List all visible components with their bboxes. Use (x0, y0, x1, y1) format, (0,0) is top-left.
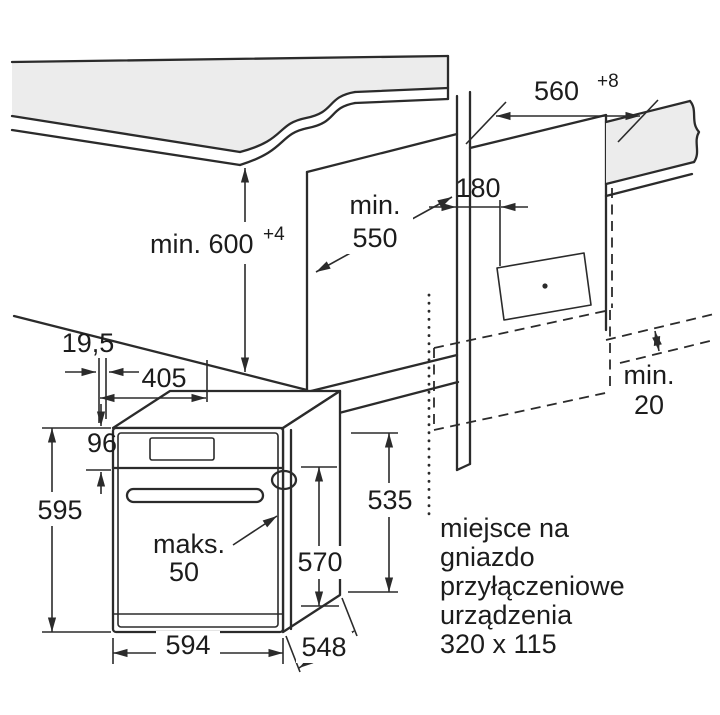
top-depth-label: 405 (141, 363, 186, 393)
socket-offset-label: 180 (455, 173, 500, 203)
hidden-base-outline (433, 188, 613, 431)
dim-panel-height: 96 (86, 404, 117, 494)
oven-height-label: 595 (37, 495, 82, 525)
break-wave-top (238, 90, 357, 154)
side-height-label: 535 (367, 485, 412, 515)
base-line (12, 314, 309, 392)
handle-max-label-2: 50 (169, 557, 199, 587)
dim-oven-depth: 548 (285, 597, 358, 673)
oven-handle-side (270, 469, 298, 491)
dim-top-depth: 405 (100, 360, 208, 403)
socket-note-line-2: gniazdo (440, 542, 535, 572)
oven-depth-label: 548 (301, 632, 346, 662)
oven-display (149, 437, 215, 461)
socket-note: miejsce na gniazdo przyłączeniowe urządz… (427, 293, 625, 659)
dim-niche-depth: min. 550 (315, 190, 453, 273)
socket-cutout (496, 252, 592, 321)
countertop (10, 54, 450, 167)
dim-niche-width: 560 +8 (465, 71, 659, 145)
rear-gap-label-2: 20 (634, 390, 664, 420)
rear-gap-label-1: min. (623, 360, 674, 390)
oven-front-frame (117, 432, 279, 628)
socket-note-line-3: przyłączeniowe (440, 571, 625, 601)
dim-front-gap: 19,5 (62, 328, 139, 423)
dim-niche-height: min. 600 +4 (150, 168, 285, 372)
niche-height-label: min. 600 (150, 229, 254, 259)
right-worktop-surface (606, 101, 699, 184)
dim-side-height: 535 (348, 432, 417, 593)
dim-oven-width: 594 (112, 630, 284, 664)
socket-note-line-1: miejsce na (440, 513, 570, 543)
niche-width-label: 560 (534, 76, 579, 106)
panel-height-label: 96 (87, 428, 117, 458)
dim-oven-height: 595 (32, 427, 111, 633)
socket-center-dot (542, 283, 548, 289)
oven-width-label: 594 (165, 630, 210, 660)
niche-height-tolerance: +4 (263, 224, 285, 245)
niche-depth-label-1: min. (349, 190, 400, 220)
dim-socket-offset: 180 (429, 173, 528, 266)
socket-note-line-5: 320 x 115 (440, 629, 557, 659)
dim-rear-gap: min. 20 (605, 313, 715, 420)
handle-max-label-1: maks. (153, 529, 225, 559)
inner-depth-label: 570 (297, 547, 342, 577)
niche-width-tolerance: +8 (597, 71, 619, 92)
niche-depth-label-2: 550 (352, 223, 397, 253)
oven (111, 389, 342, 634)
torn-edge-wave (688, 99, 701, 164)
socket-hatch-area (496, 252, 592, 321)
countertop-surface (12, 56, 448, 152)
dim-handle-max: maks. 50 (153, 515, 278, 587)
socket-note-line-4: urządzenia (440, 600, 573, 630)
front-gap-label: 19,5 (62, 328, 115, 358)
break-wave-bottom (238, 101, 357, 167)
oven-handle (125, 487, 265, 504)
dim-inner-depth: 570 (294, 466, 347, 607)
